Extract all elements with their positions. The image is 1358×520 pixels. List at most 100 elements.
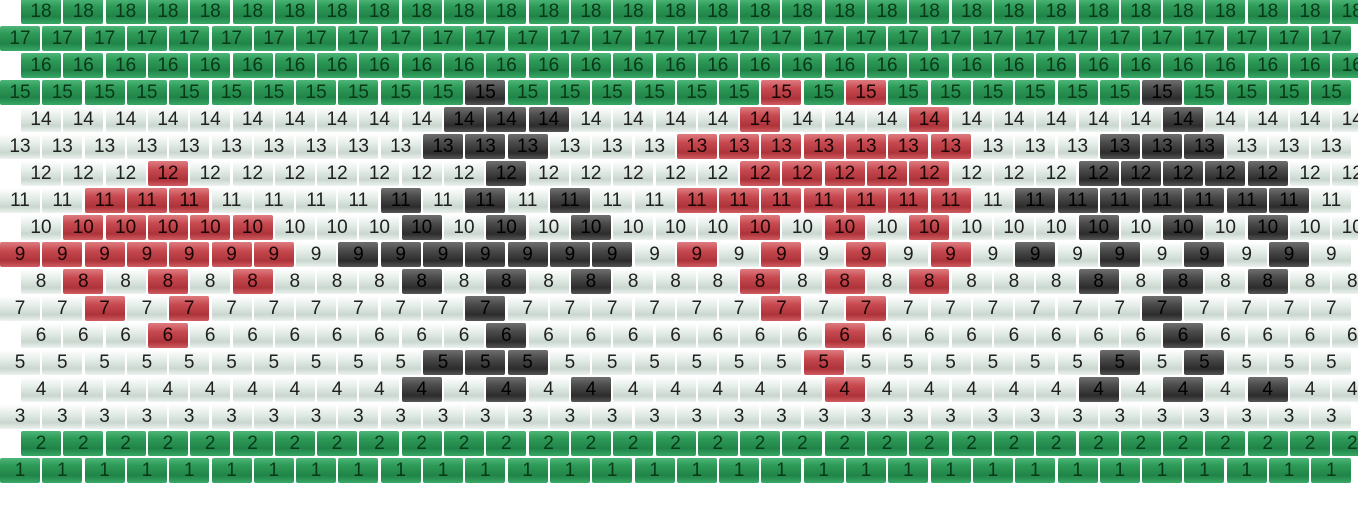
bead-row-3: 3 [592, 404, 632, 429]
bead-row-13: 13 [592, 134, 632, 159]
bead-row-15: 15 [1227, 80, 1267, 105]
bead-row-11: 11 [1015, 188, 1055, 213]
bead-row-15: 15 [127, 80, 167, 105]
bead-row-5: 5 [42, 350, 82, 375]
bead-row-4: 4 [571, 377, 611, 402]
bead-row-6: 6 [275, 323, 315, 348]
bead-row-7: 7 [804, 296, 844, 321]
bead-row-6: 6 [233, 323, 273, 348]
bead-row-15: 15 [973, 80, 1013, 105]
bead-row-16: 16 [63, 53, 103, 78]
bead-row-10: 10 [1036, 215, 1076, 240]
bead-row-11: 11 [212, 188, 252, 213]
bead-row-2: 2 [656, 431, 696, 456]
bead-row-5: 5 [254, 350, 294, 375]
bead-row-10: 10 [571, 215, 611, 240]
bead-row-2: 2 [782, 431, 822, 456]
bead-row-15: 15 [0, 80, 40, 105]
bead-row-4: 4 [63, 377, 103, 402]
bead-row-4: 4 [359, 377, 399, 402]
bead-row-6: 6 [1121, 323, 1161, 348]
bead-row-9: 9 [973, 242, 1013, 267]
bead-row-10: 10 [825, 215, 865, 240]
bead-row-17: 17 [931, 26, 971, 51]
bead-row-18: 18 [402, 0, 442, 24]
bead-row-3: 3 [1311, 404, 1351, 429]
bead-row-8: 8 [190, 269, 230, 294]
bead-row-2: 2 [825, 431, 865, 456]
bead-row-8: 8 [994, 269, 1034, 294]
bead-row-11: 11 [804, 188, 844, 213]
bead-row-7: 7 [42, 296, 82, 321]
bead-row-12: 12 [1079, 161, 1119, 186]
bead-row-8: 8 [486, 269, 526, 294]
bead-row-14: 14 [63, 107, 103, 132]
bead-row-17: 17 [85, 26, 125, 51]
bead-row-11: 11 [423, 188, 463, 213]
bead-row-16: 16 [1079, 53, 1119, 78]
bead-row-4: 4 [1079, 377, 1119, 402]
bead-row-18: 18 [275, 0, 315, 24]
bead-row-3: 3 [254, 404, 294, 429]
bead-row-2: 2 [1036, 431, 1076, 456]
bead-row-16: 16 [1163, 53, 1203, 78]
bead-row-17: 17 [338, 26, 378, 51]
bead-row-14: 14 [21, 107, 61, 132]
bead-row-4: 4 [317, 377, 357, 402]
bead-row-7: 7 [1269, 296, 1309, 321]
bead-row-6: 6 [571, 323, 611, 348]
bead-row-2: 2 [1332, 431, 1358, 456]
bead-row-7: 7 [338, 296, 378, 321]
bead-row-1: 1 [254, 458, 294, 483]
bead-row-2: 2 [952, 431, 992, 456]
bead-row-11: 11 [592, 188, 632, 213]
bead-row-17: 17 [1142, 26, 1182, 51]
bead-row-18: 18 [1248, 0, 1288, 24]
bead-row-14: 14 [1205, 107, 1245, 132]
bead-row-1: 1 [931, 458, 971, 483]
bead-row-18: 18 [994, 0, 1034, 24]
bead-row-6: 6 [825, 323, 865, 348]
bead-row-16: 16 [190, 53, 230, 78]
bead-row-15: 15 [550, 80, 590, 105]
bead-row-13: 13 [85, 134, 125, 159]
bead-row-15: 15 [804, 80, 844, 105]
bead-row-10: 10 [444, 215, 484, 240]
bead-row-3: 3 [465, 404, 505, 429]
bead-row-13: 13 [0, 134, 40, 159]
bead-row-17: 17 [973, 26, 1013, 51]
bead-row-9: 9 [508, 242, 548, 267]
bead-row-17: 17 [423, 26, 463, 51]
bead-row-7: 7 [508, 296, 548, 321]
bead-row-2: 2 [1079, 431, 1119, 456]
bead-row-14: 14 [1079, 107, 1119, 132]
bead-row-16: 16 [825, 53, 865, 78]
bead-row-16: 16 [529, 53, 569, 78]
bead-row-2: 2 [106, 431, 146, 456]
bead-row-9: 9 [0, 242, 40, 267]
bead-row-14: 14 [1290, 107, 1330, 132]
bead-row-7: 7 [381, 296, 421, 321]
bead-row-13: 13 [254, 134, 294, 159]
bead-row-9: 9 [846, 242, 886, 267]
bead-row-18: 18 [1205, 0, 1245, 24]
bead-row-1: 1 [423, 458, 463, 483]
bead-row-8: 8 [952, 269, 992, 294]
bead-row-12: 12 [275, 161, 315, 186]
bead-row-3: 3 [85, 404, 125, 429]
bead-row-6: 6 [698, 323, 738, 348]
bead-row-5: 5 [1100, 350, 1140, 375]
bead-row-10: 10 [402, 215, 442, 240]
bead-row-7: 7 [169, 296, 209, 321]
bead-row-18: 18 [1036, 0, 1076, 24]
bead-row-10: 10 [63, 215, 103, 240]
bead-row-18: 18 [486, 0, 526, 24]
bead-row-6: 6 [106, 323, 146, 348]
bead-row-14: 14 [782, 107, 822, 132]
bead-row-16: 16 [782, 53, 822, 78]
bead-row-6: 6 [148, 323, 188, 348]
bead-row-11: 11 [677, 188, 717, 213]
bead-row-14: 14 [1121, 107, 1161, 132]
bead-row-11: 11 [888, 188, 928, 213]
bead-row-8: 8 [1079, 269, 1119, 294]
